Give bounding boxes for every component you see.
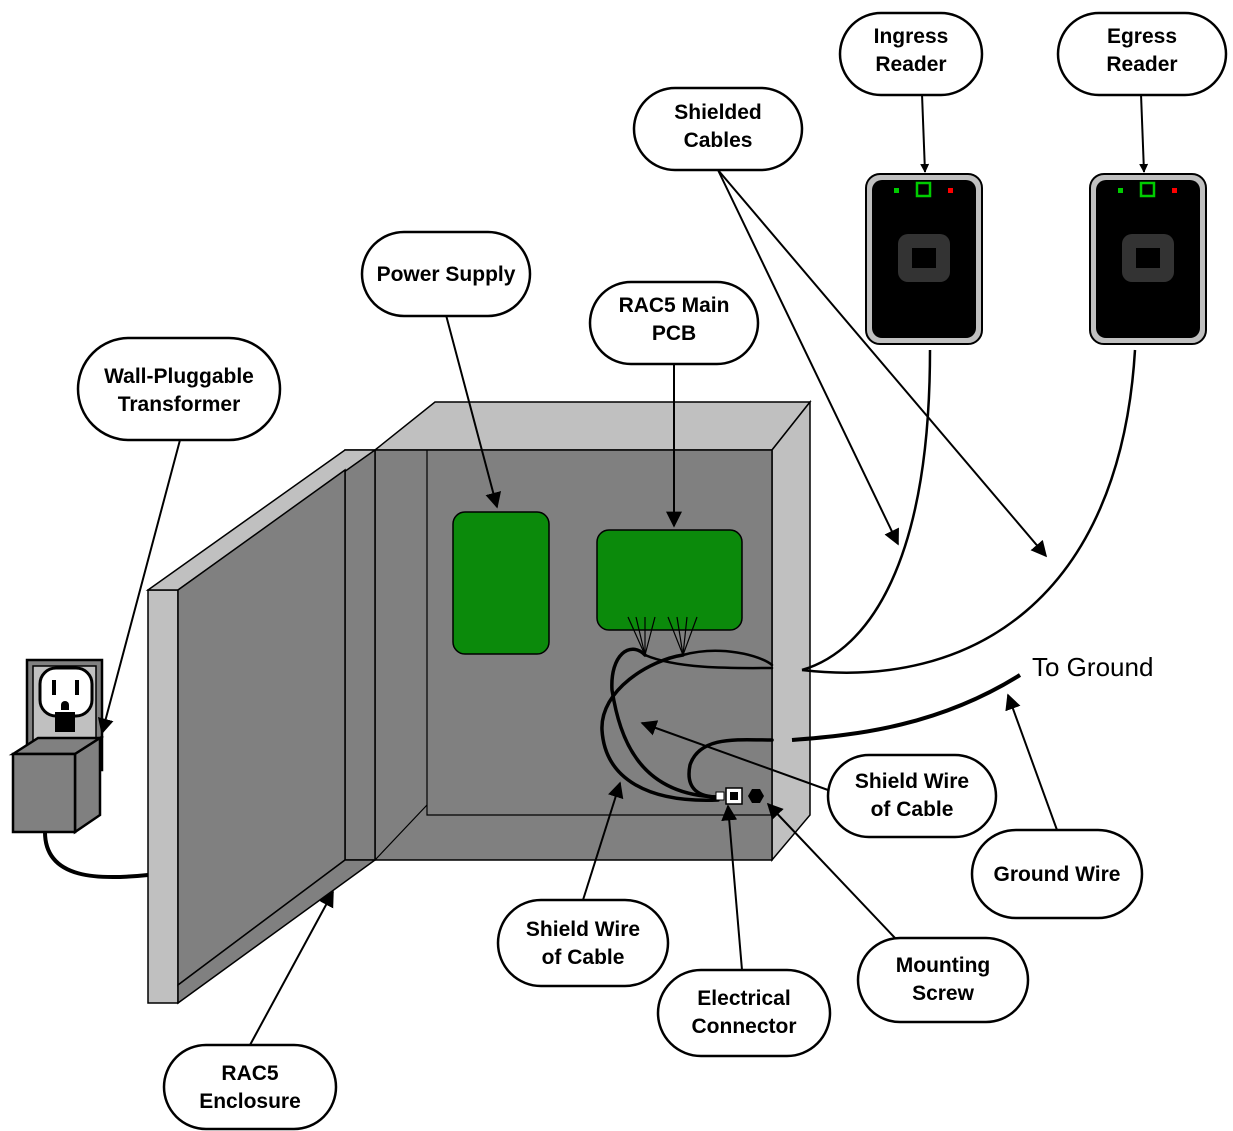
power-supply-pointer bbox=[445, 314, 502, 509]
shield-wire-bottom-pointer bbox=[582, 781, 624, 901]
connector-label-line1: Electrical bbox=[697, 987, 790, 1010]
transformer-pointer bbox=[97, 439, 181, 735]
egress-cable bbox=[801, 349, 1137, 674]
ingress-label-line2: Reader bbox=[875, 53, 946, 76]
to-ground-label: To Ground bbox=[1032, 652, 1153, 682]
shielded-cable-pointer-2 bbox=[717, 169, 1048, 558]
egress-label-line1: Egress bbox=[1107, 25, 1177, 48]
led-green bbox=[1118, 188, 1123, 193]
connector-pointer bbox=[721, 804, 743, 971]
callout-main-pcb: RAC5 Main PCB bbox=[588, 280, 760, 366]
ground-wire bbox=[791, 673, 1022, 742]
enclosure-label-line1: RAC5 bbox=[221, 1062, 278, 1085]
callout-power-supply: Power Supply bbox=[360, 230, 532, 318]
mounting-screw-pointer bbox=[766, 802, 896, 939]
power-supply-label: Power Supply bbox=[377, 263, 516, 286]
egress-reader bbox=[1089, 173, 1207, 345]
ingress-reader bbox=[865, 173, 983, 345]
callout-shield-wire-bottom: Shield Wire of Cable bbox=[496, 898, 670, 988]
enclosure-pointer bbox=[249, 890, 334, 1046]
transformer-label-line1: Wall-Pluggable bbox=[104, 365, 254, 388]
ingress-label-line1: Ingress bbox=[874, 25, 949, 48]
callout-rac5-enclosure: RAC5 Enclosure bbox=[162, 1043, 338, 1131]
shield-right-label-line2: of Cable bbox=[871, 798, 954, 821]
shielded-label-line2: Cables bbox=[684, 129, 753, 152]
callout-mounting-screw: Mounting Screw bbox=[856, 936, 1030, 1024]
screw-label-line2: Screw bbox=[912, 982, 975, 1005]
callout-electrical-connector: Electrical Connector bbox=[656, 968, 832, 1058]
shield-bottom-label-line2: of Cable bbox=[542, 946, 625, 969]
led-status bbox=[915, 181, 932, 198]
egress-pointer bbox=[1139, 93, 1149, 173]
led-red bbox=[948, 188, 953, 193]
led-green bbox=[894, 188, 899, 193]
rac5-enclosure bbox=[344, 399, 812, 863]
shield-wire-right-pointer bbox=[640, 720, 829, 791]
enclosure-door bbox=[145, 449, 378, 1005]
callout-shielded-cables: Shielded Cables bbox=[632, 86, 804, 172]
transformer-label-line2: Transformer bbox=[118, 393, 241, 416]
internal-cables bbox=[600, 647, 774, 802]
led-status bbox=[1139, 181, 1156, 198]
wire-tip bbox=[715, 791, 725, 801]
screw-label-line1: Mounting bbox=[896, 954, 990, 977]
shielded-cable-pointer-1 bbox=[717, 169, 899, 546]
pcb-label-line2: PCB bbox=[652, 322, 696, 345]
shield-bottom-label-line1: Shield Wire bbox=[526, 918, 640, 941]
callout-wall-transformer: Wall-Pluggable Transformer bbox=[76, 336, 282, 442]
ingress-pointer bbox=[920, 93, 930, 173]
wall-transformer bbox=[8, 735, 105, 835]
pcb-terminal-wires bbox=[627, 616, 698, 656]
main-pcb-board bbox=[596, 529, 743, 631]
ground-wire-label: Ground Wire bbox=[994, 863, 1121, 886]
egress-label-line2: Reader bbox=[1106, 53, 1177, 76]
callout-ingress-reader: Ingress Reader bbox=[838, 11, 984, 97]
callout-ground-wire: Ground Wire bbox=[970, 828, 1144, 920]
ground-wire-pointer bbox=[1005, 693, 1058, 831]
transformer-cord bbox=[43, 831, 149, 880]
shield-right-label-line1: Shield Wire bbox=[855, 770, 969, 793]
mounting-screw bbox=[748, 789, 764, 803]
shielded-label-line1: Shielded bbox=[674, 101, 762, 124]
enclosure-top bbox=[372, 401, 812, 451]
enclosure-label-line2: Enclosure bbox=[199, 1090, 301, 1113]
power-supply-board bbox=[452, 511, 550, 655]
connector-label-line2: Connector bbox=[692, 1015, 797, 1038]
led-red bbox=[1172, 188, 1177, 193]
callout-shield-wire-right: Shield Wire of Cable bbox=[826, 753, 998, 839]
enclosure-interior bbox=[374, 449, 773, 861]
enclosure-side bbox=[771, 399, 811, 863]
ingress-cable bbox=[801, 349, 932, 672]
pcb-label-line1: RAC5 Main bbox=[619, 294, 730, 317]
callout-egress-reader: Egress Reader bbox=[1056, 11, 1228, 97]
